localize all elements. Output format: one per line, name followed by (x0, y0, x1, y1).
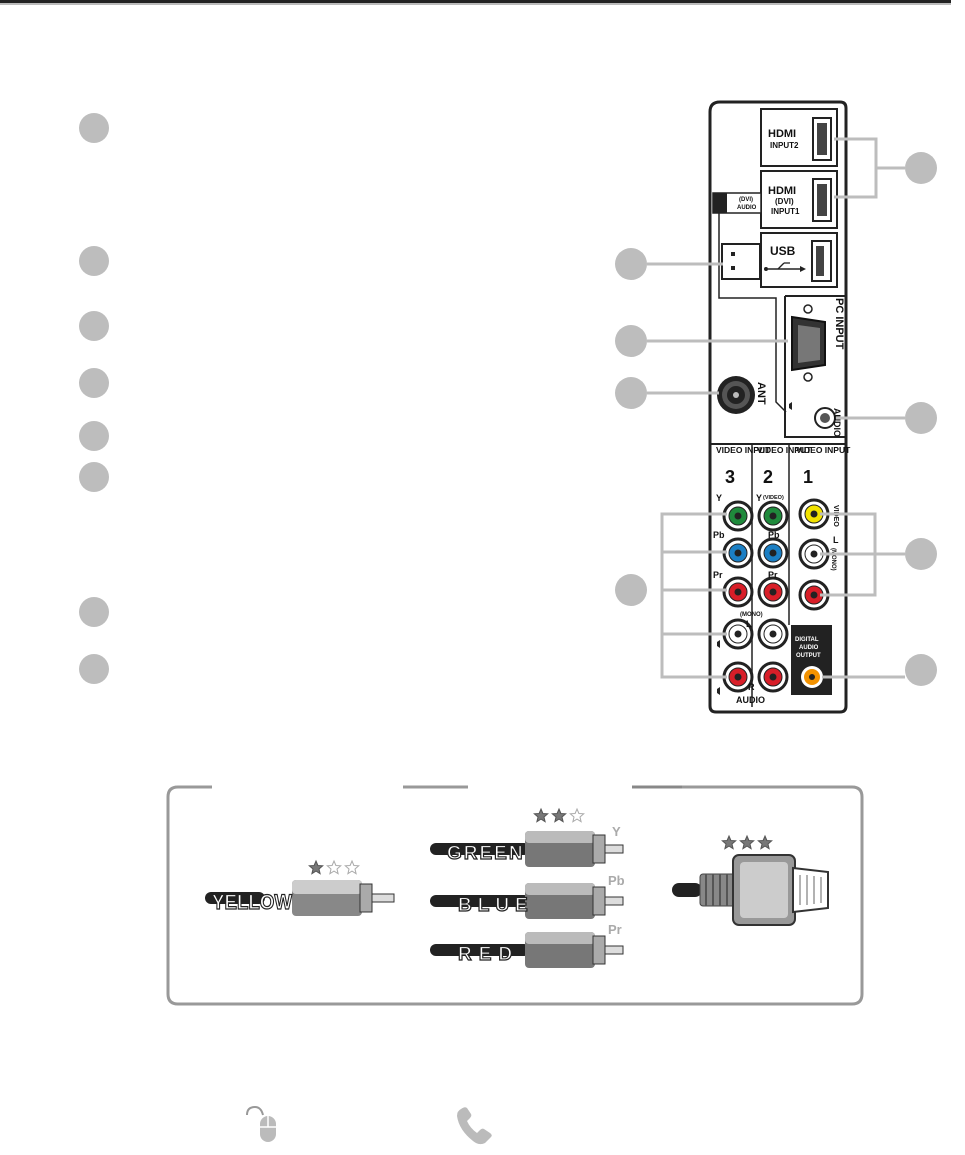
phone-icon (457, 1107, 492, 1145)
audio-label: AUDIO (736, 695, 765, 705)
composite-cable: YELLOW (205, 880, 395, 916)
video-input-1-label: VIDEO INPUT (796, 445, 851, 455)
comp3-pb-label: Pb (713, 530, 725, 540)
hdmi1-port[interactable] (812, 178, 832, 222)
bullet-6 (79, 462, 109, 492)
video-input-1-number: 1 (803, 467, 813, 487)
bullet-1 (79, 113, 109, 143)
usb-label: USB (770, 244, 796, 258)
hdmi-cable (672, 854, 829, 926)
callout-bullets (615, 152, 937, 686)
composite-rating-stars (308, 859, 360, 875)
usb-port[interactable] (811, 240, 832, 282)
hdmi2-logo: HDMI (768, 128, 796, 140)
comp2-y-label: Y (756, 493, 762, 503)
component-star-empty-icon (569, 807, 585, 823)
component-star-filled-icon (533, 807, 549, 823)
video-input-2-label: VIDEO INPUT (757, 445, 812, 455)
component-red-cable: RED Pr (430, 922, 624, 968)
video-input-3-number: 3 (725, 467, 735, 487)
video-input-2-number: 2 (763, 467, 773, 487)
composite-star-empty-icon (326, 859, 342, 875)
comp3-audio-l-jack[interactable] (722, 618, 754, 650)
red-cable-label: RED (458, 944, 519, 965)
pc-input-label: PC INPUT (833, 298, 845, 350)
red-cable-port: Pr (608, 922, 622, 937)
green-cable-label: GREEN (447, 843, 525, 864)
hdmi1-logo: HDMI (768, 185, 796, 197)
dvi-audio-label-2: AUDIO (737, 205, 757, 211)
blue-cable-port: Pb (608, 873, 625, 888)
video1-audio-r-jack[interactable] (798, 579, 830, 611)
component-rating-stars (533, 807, 585, 823)
comp3-pb-jack[interactable] (722, 537, 754, 569)
component-star-filled-icon (551, 807, 567, 823)
dvi-audio-label-1: (DVI) (739, 197, 753, 203)
bullet-4 (79, 368, 109, 398)
rca-jacks (722, 498, 830, 693)
mouse-icon (246, 1105, 276, 1142)
audio-l-label: L (746, 619, 752, 629)
pc-audio-jack[interactable] (814, 407, 836, 429)
component-cables: GREEN Y BLUE Pb RED Pr (430, 824, 625, 968)
comp2-pr-label: Pr (768, 570, 778, 580)
video1-l-label: L (833, 535, 839, 545)
header-rule (0, 0, 965, 6)
digital-audio-output-port[interactable] (801, 666, 823, 688)
digital-audio-label-1: DIGITAL (795, 637, 819, 643)
hdmi2-port[interactable] (812, 117, 832, 161)
hdmi1-label: INPUT1 (771, 207, 800, 216)
ant-label: ANT (755, 382, 767, 405)
green-cable-port: Y (612, 824, 621, 839)
comp2-pr-jack[interactable] (757, 576, 789, 608)
tv-back-panel: HDMI INPUT2 HDMI (DVI) INPUT1 (DVI) AUDI… (615, 100, 937, 714)
comp2-audio-r-jack[interactable] (757, 661, 789, 693)
comp3-y-jack[interactable] (722, 500, 754, 532)
bullet-7 (79, 597, 109, 627)
composite-cable-label: YELLOW (212, 891, 292, 914)
hdmi2-label: INPUT2 (770, 141, 799, 150)
video-input-3-label: VIDEO INPUT (716, 445, 771, 455)
comp2-y-jack[interactable] (757, 500, 789, 532)
bullet-8 (79, 654, 109, 684)
video1-video-label: VIDEO (832, 505, 839, 527)
usb-stick-icon (721, 243, 761, 280)
mono-label: (MONO) (740, 612, 763, 618)
comp3-y-label: Y (716, 493, 722, 503)
composite-star-empty-icon (344, 859, 360, 875)
pc-vga-port[interactable] (791, 304, 826, 382)
bullet-2 (79, 246, 109, 276)
composite-star-filled-icon (308, 859, 324, 875)
blue-cable-label: BLUE (458, 895, 534, 916)
comp3-pr-jack[interactable] (722, 576, 754, 608)
hdmi-star-filled-icon (721, 834, 737, 850)
video1-mono-label: (MONO) (830, 548, 836, 571)
component-green-cable: GREEN Y (430, 824, 624, 867)
comp2-pb-label: Pb (768, 530, 780, 540)
cable-quality-box: YELLOW GREEN Y BLUE Pb RED (166, 785, 864, 1006)
component-blue-cable: BLUE Pb (430, 873, 625, 919)
pc-audio-label: AUDIO (832, 408, 842, 437)
comp3-pr-label: Pr (713, 570, 723, 580)
digital-audio-label-3: OUTPUT (796, 653, 821, 659)
comp3-audio-r-jack[interactable] (722, 661, 754, 693)
hdmi-star-filled-icon (739, 834, 755, 850)
usb-symbol-icon (764, 262, 806, 272)
comp2-video-label: (VIDEO) (763, 495, 784, 501)
callout-lines (647, 137, 905, 679)
hdmi-star-filled-icon (757, 834, 773, 850)
hdmi-rating-stars (721, 834, 773, 850)
audio-r-label: R (748, 682, 755, 692)
bullet-3 (79, 311, 109, 341)
comp2-audio-l-jack[interactable] (757, 618, 789, 650)
hdmi1-dvi-label: (DVI) (775, 197, 794, 206)
comp2-pb-jack[interactable] (757, 537, 789, 569)
digital-audio-label-2: AUDIO (799, 645, 819, 651)
bullet-5 (79, 421, 109, 451)
antenna-connector[interactable] (717, 376, 755, 414)
